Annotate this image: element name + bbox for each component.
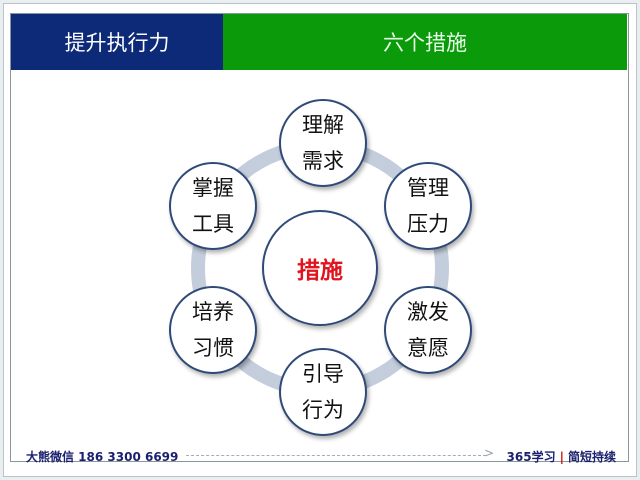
node-master-tools: 掌握工具 — [169, 162, 257, 250]
footer-brand: 365学习 — [506, 450, 556, 464]
node-manage-pressure: 管理压力 — [384, 162, 472, 250]
node-label: 工具 — [192, 212, 234, 236]
node-understand-needs: 理解需求 — [279, 99, 367, 187]
header-right-title: 六个措施 — [223, 14, 627, 70]
node-build-habits: 培养习惯 — [169, 286, 257, 374]
node-label: 意愿 — [407, 336, 449, 360]
node-label: 行为 — [302, 398, 344, 422]
node-guide-behavior: 引导行为 — [279, 348, 367, 436]
footer-contact: 大熊微信 186 3300 6699 — [26, 450, 179, 464]
node-label: 激发 — [407, 300, 449, 324]
footer-slogan: 365学习|简短持续 — [507, 448, 616, 465]
node-motivate: 激发意愿 — [384, 286, 472, 374]
node-label: 习惯 — [192, 336, 234, 360]
node-label: 需求 — [302, 149, 344, 173]
center-node: 措施 — [262, 210, 378, 326]
node-label: 引导 — [302, 362, 344, 386]
node-label: 管理 — [407, 176, 449, 200]
arrow-right-icon: > — [484, 446, 495, 460]
node-label: 培养 — [192, 300, 234, 324]
node-label: 理解 — [302, 113, 344, 137]
footer-tagline: 简短持续 — [567, 450, 616, 464]
footer-divider — [186, 455, 486, 456]
footer-separator: | — [559, 450, 564, 464]
node-label: 压力 — [407, 212, 449, 236]
header-left-title: 提升执行力 — [11, 14, 223, 70]
node-label: 掌握 — [192, 176, 234, 200]
